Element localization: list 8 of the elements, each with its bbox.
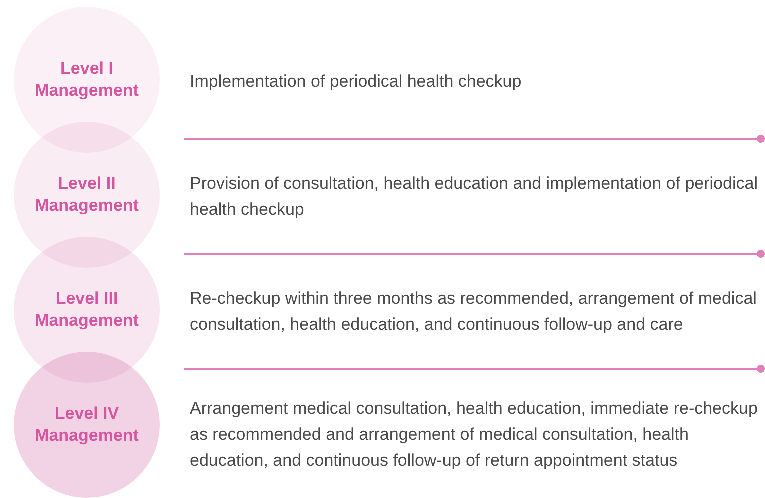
level-label: Level I Management xyxy=(34,58,140,102)
level-label: Level IV Management xyxy=(34,403,140,447)
level-label: Level III Management xyxy=(34,288,140,332)
level-label: Level II Management xyxy=(34,173,140,217)
level-description: Implementation of periodical health checkup xyxy=(190,70,522,92)
level-description: Provision of consultation, health education and implementation of periodical health checkup xyxy=(190,172,758,220)
level-description: Re-checkup within three months as recommended, arrangement of medical consultation, health education, and continuous follow-up and care xyxy=(190,288,758,336)
level-description: Arrangement medical consultation, health education, immediate re-checkup as recommended and arrangement of medical consultation, health education, and continuous follow-up of return appointment status xyxy=(190,398,758,472)
